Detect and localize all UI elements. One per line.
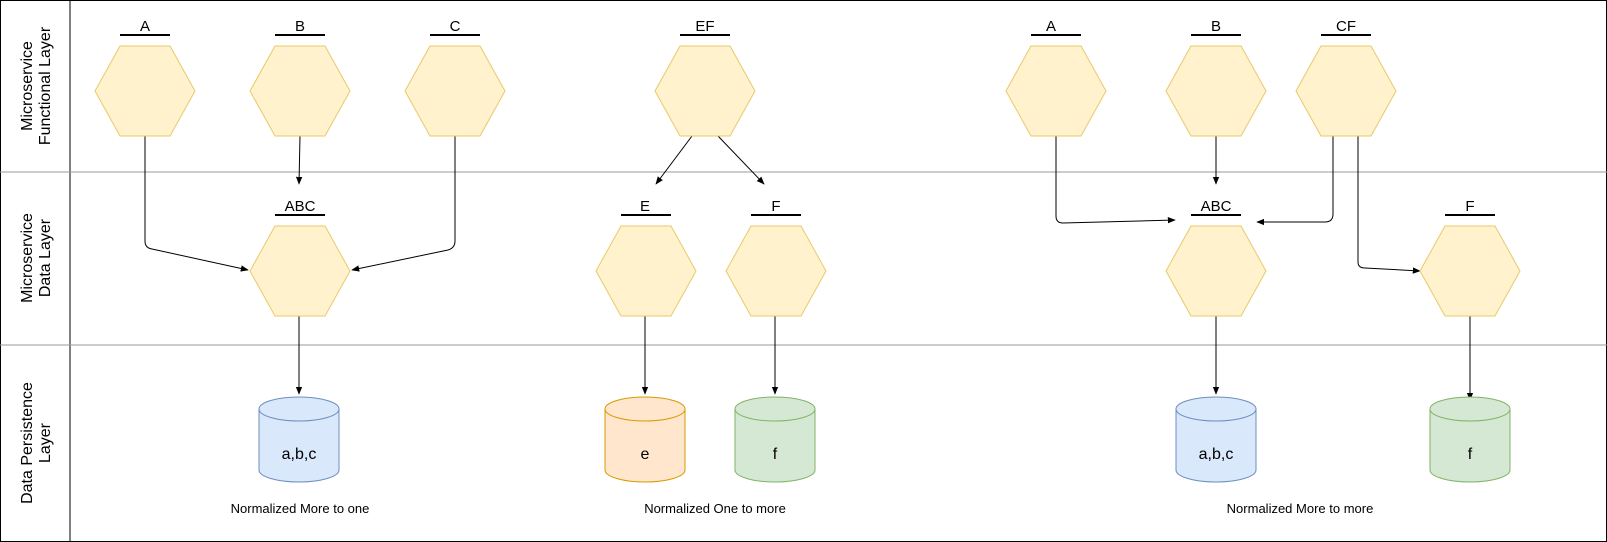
service-g1-c-title: C — [450, 18, 461, 35]
caption-normalized-one-to-more: Normalized One to more — [644, 501, 786, 516]
service-g1-b-title: B — [295, 18, 305, 35]
database-g3-abc-label: a,b,c — [1199, 446, 1234, 463]
service-g2-e[interactable]: E — [595, 198, 697, 317]
edge-g3-a-to-abc — [1055, 136, 1176, 224]
connectors — [144, 135, 1474, 401]
lane-label-data-line1: Microservice — [19, 213, 36, 303]
lane-label-functional: Microservice Functional Layer — [19, 26, 54, 145]
service-g3-abc[interactable]: ABC — [1165, 198, 1267, 317]
service-g3-f-title: F — [1465, 198, 1474, 215]
database-g2-f-label: f — [773, 446, 778, 463]
lane-label-functional-line1: Microservice — [19, 41, 36, 131]
service-g3-b[interactable]: B — [1165, 18, 1267, 137]
database-g1-abc[interactable]: a,b,c — [258, 396, 340, 483]
lane-label-data-line2: Data Layer — [37, 218, 54, 297]
edge-g2-ef-to-f — [717, 135, 765, 185]
lane-label-data: Microservice Data Layer — [19, 213, 54, 303]
database-g2-e-label: e — [641, 446, 650, 463]
service-g2-f-title: F — [771, 198, 780, 215]
service-g3-cf[interactable]: CF — [1295, 18, 1397, 137]
edge-g1-b-to-abc — [295, 135, 303, 185]
database-g1-abc-label: a,b,c — [282, 446, 317, 463]
database-g3-f-label: f — [1468, 446, 1473, 463]
service-g3-a-title: A — [1046, 18, 1056, 35]
service-g2-ef[interactable]: EF — [654, 18, 756, 137]
service-g1-b[interactable]: B — [249, 18, 351, 137]
service-g3-cf-title: CF — [1336, 18, 1356, 35]
lane-label-persistence-line2: Layer — [37, 422, 54, 463]
service-g2-e-title: E — [640, 198, 650, 215]
lane-label-persistence: Data Persistence Layer — [19, 382, 54, 504]
service-g3-f[interactable]: F — [1419, 198, 1521, 317]
service-g1-a[interactable]: A — [94, 18, 196, 137]
service-g3-a[interactable]: A — [1005, 18, 1107, 137]
service-g3-b-title: B — [1211, 18, 1221, 35]
service-g3-abc-title: ABC — [1201, 198, 1232, 215]
caption-normalized-more-to-more: Normalized More to more — [1227, 501, 1374, 516]
database-g3-abc[interactable]: a,b,c — [1175, 396, 1257, 483]
service-g2-ef-title: EF — [695, 18, 714, 35]
database-g2-e[interactable]: e — [604, 396, 686, 483]
edge-g1-a-to-abc — [144, 136, 249, 272]
edge-g3-cf-to-f — [1357, 136, 1421, 274]
lane-label-functional-line2: Functional Layer — [37, 26, 54, 145]
service-g1-abc-title: ABC — [285, 198, 316, 215]
edge-g1-c-to-abc — [351, 136, 456, 272]
lane-label-persistence-line1: Data Persistence — [19, 382, 36, 504]
database-g2-f[interactable]: f — [734, 396, 816, 483]
database-g3-f[interactable]: f — [1429, 396, 1511, 483]
service-g1-abc[interactable]: ABC — [249, 198, 351, 317]
caption-normalized-more-to-one: Normalized More to one — [231, 501, 370, 516]
service-g2-f[interactable]: F — [725, 198, 827, 317]
service-g1-a-title: A — [140, 18, 150, 35]
edge-g3-cf-to-abc — [1256, 136, 1334, 226]
service-g1-c[interactable]: C — [404, 18, 506, 137]
edge-g2-ef-to-e — [655, 135, 693, 185]
